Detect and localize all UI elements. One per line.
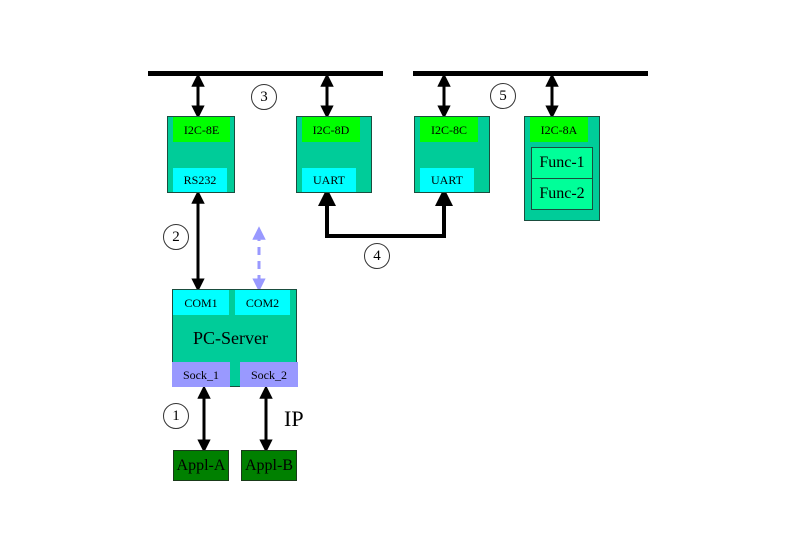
com1-port[interactable]: COM1 [173,290,229,315]
rs232-port[interactable]: RS232 [173,168,227,192]
link-number-2: 2 [163,224,189,250]
module-i2c-8e[interactable]: I2C-8E RS232 [167,116,235,193]
link-number-1: 1 [163,403,189,429]
socket-2[interactable]: Sock_2 [240,362,298,387]
function-2[interactable]: Func-2 [531,178,593,210]
link-number-4: 4 [364,243,390,269]
socket-1[interactable]: Sock_1 [172,362,230,387]
link-uart-uart [318,188,453,238]
link-number-3: 3 [251,84,277,110]
link-number-5: 5 [490,83,516,109]
pc-server-title: PC-Server [193,328,268,348]
module-i2c-8d[interactable]: I2C-8D UART [296,116,372,193]
function-1[interactable]: Func-1 [531,147,593,179]
i2c-8e-label: I2C-8E [173,117,230,142]
com2-port[interactable]: COM2 [235,290,290,315]
i2c-bus-left [148,71,383,76]
application-b[interactable]: Appl-B [241,450,297,481]
module-i2c-8a[interactable]: I2C-8A Func-1 Func-2 [524,116,600,221]
i2c-8c-label: I2C-8C [420,117,478,142]
i2c-8d-label: I2C-8D [302,117,360,142]
application-a[interactable]: Appl-A [173,450,229,481]
i2c-bus-right [413,71,648,76]
i2c-8a-label: I2C-8A [530,117,588,142]
ip-label: IP [284,406,304,431]
module-i2c-8c[interactable]: I2C-8C UART [414,116,490,193]
uart-port-8d[interactable]: UART [302,168,356,192]
uart-port-8c[interactable]: UART [420,168,474,192]
